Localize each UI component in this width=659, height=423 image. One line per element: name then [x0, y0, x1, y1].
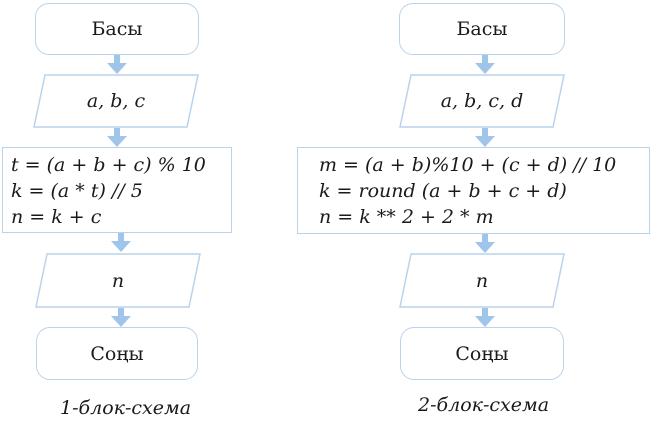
- process-line: k = round (a + b + c + d): [319, 180, 567, 202]
- start-block-2: Басы: [399, 3, 565, 55]
- caption-1: 1-блок-схема: [60, 397, 192, 419]
- output-label-1: n: [111, 269, 125, 292]
- caption-2: 2-блок-схема: [418, 394, 550, 416]
- process-line: n = k + c: [11, 206, 102, 228]
- process-line: k = (a * t) // 5: [11, 180, 143, 202]
- arrow-down-icon: [475, 308, 495, 327]
- input-label-2: a, b, c, d: [440, 90, 524, 112]
- start-label-1: Басы: [91, 18, 143, 40]
- arrow-down-icon: [111, 308, 131, 327]
- input-label-1: a, b, c: [86, 90, 146, 112]
- start-block-1: Басы: [35, 3, 199, 55]
- process-line: t = (a + b + c) % 10: [11, 154, 206, 176]
- end-label-2: Соңы: [455, 342, 509, 365]
- output-label-2: n: [475, 269, 489, 292]
- process-line: m = (a + b)%10 + (c + d) // 10: [319, 154, 617, 176]
- arrow-down-icon: [475, 55, 495, 74]
- arrow-down-icon: [107, 128, 127, 147]
- arrow-down-icon: [111, 233, 131, 252]
- output-block-2: n: [399, 253, 565, 308]
- process-block-2: m = (a + b)%10 + (c + d) // 10 k = round…: [297, 147, 650, 234]
- end-label-1: Соңы: [90, 342, 144, 365]
- process-line: n = k ** 2 + 2 * m: [319, 206, 494, 228]
- end-block-1: Соңы: [36, 327, 198, 380]
- end-block-2: Соңы: [400, 327, 564, 380]
- output-block-1: n: [35, 253, 201, 308]
- input-block-1: a, b, c: [33, 74, 199, 128]
- arrow-down-icon: [475, 234, 495, 253]
- arrow-down-icon: [107, 55, 127, 74]
- input-block-2: a, b, c, d: [399, 74, 565, 128]
- arrow-down-icon: [475, 128, 495, 147]
- process-block-1: t = (a + b + c) % 10 k = (a * t) // 5 n …: [2, 147, 232, 233]
- start-label-2: Басы: [456, 18, 508, 40]
